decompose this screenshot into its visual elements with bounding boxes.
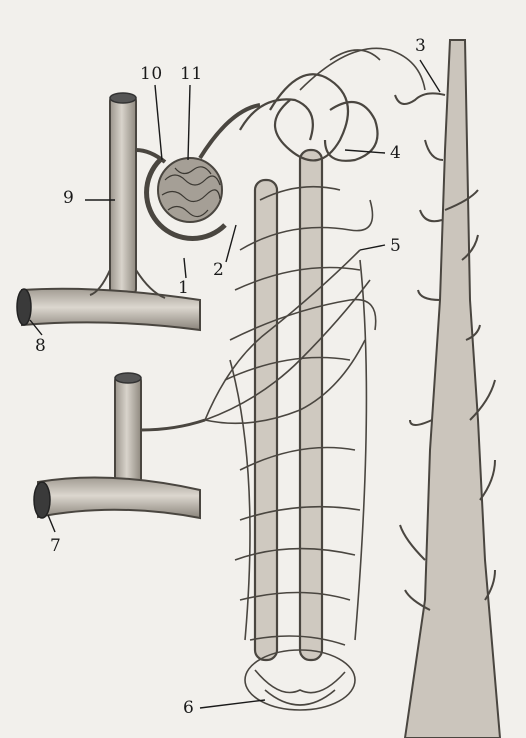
- label-8: 8: [35, 338, 46, 355]
- label-4: 4: [390, 145, 401, 162]
- lower-vein-vessel: [34, 373, 205, 518]
- leader-lines: [30, 60, 440, 708]
- label-2: 2: [213, 262, 224, 279]
- label-3: 3: [415, 38, 426, 55]
- label-5: 5: [390, 238, 401, 255]
- label-1: 1: [178, 280, 189, 297]
- label-11: 11: [180, 66, 203, 83]
- label-7: 7: [50, 538, 61, 555]
- glomerulus: [136, 105, 260, 238]
- collecting-duct: [395, 40, 500, 738]
- label-10: 10: [140, 66, 163, 83]
- label-9: 9: [63, 190, 74, 207]
- label-6: 6: [183, 700, 194, 717]
